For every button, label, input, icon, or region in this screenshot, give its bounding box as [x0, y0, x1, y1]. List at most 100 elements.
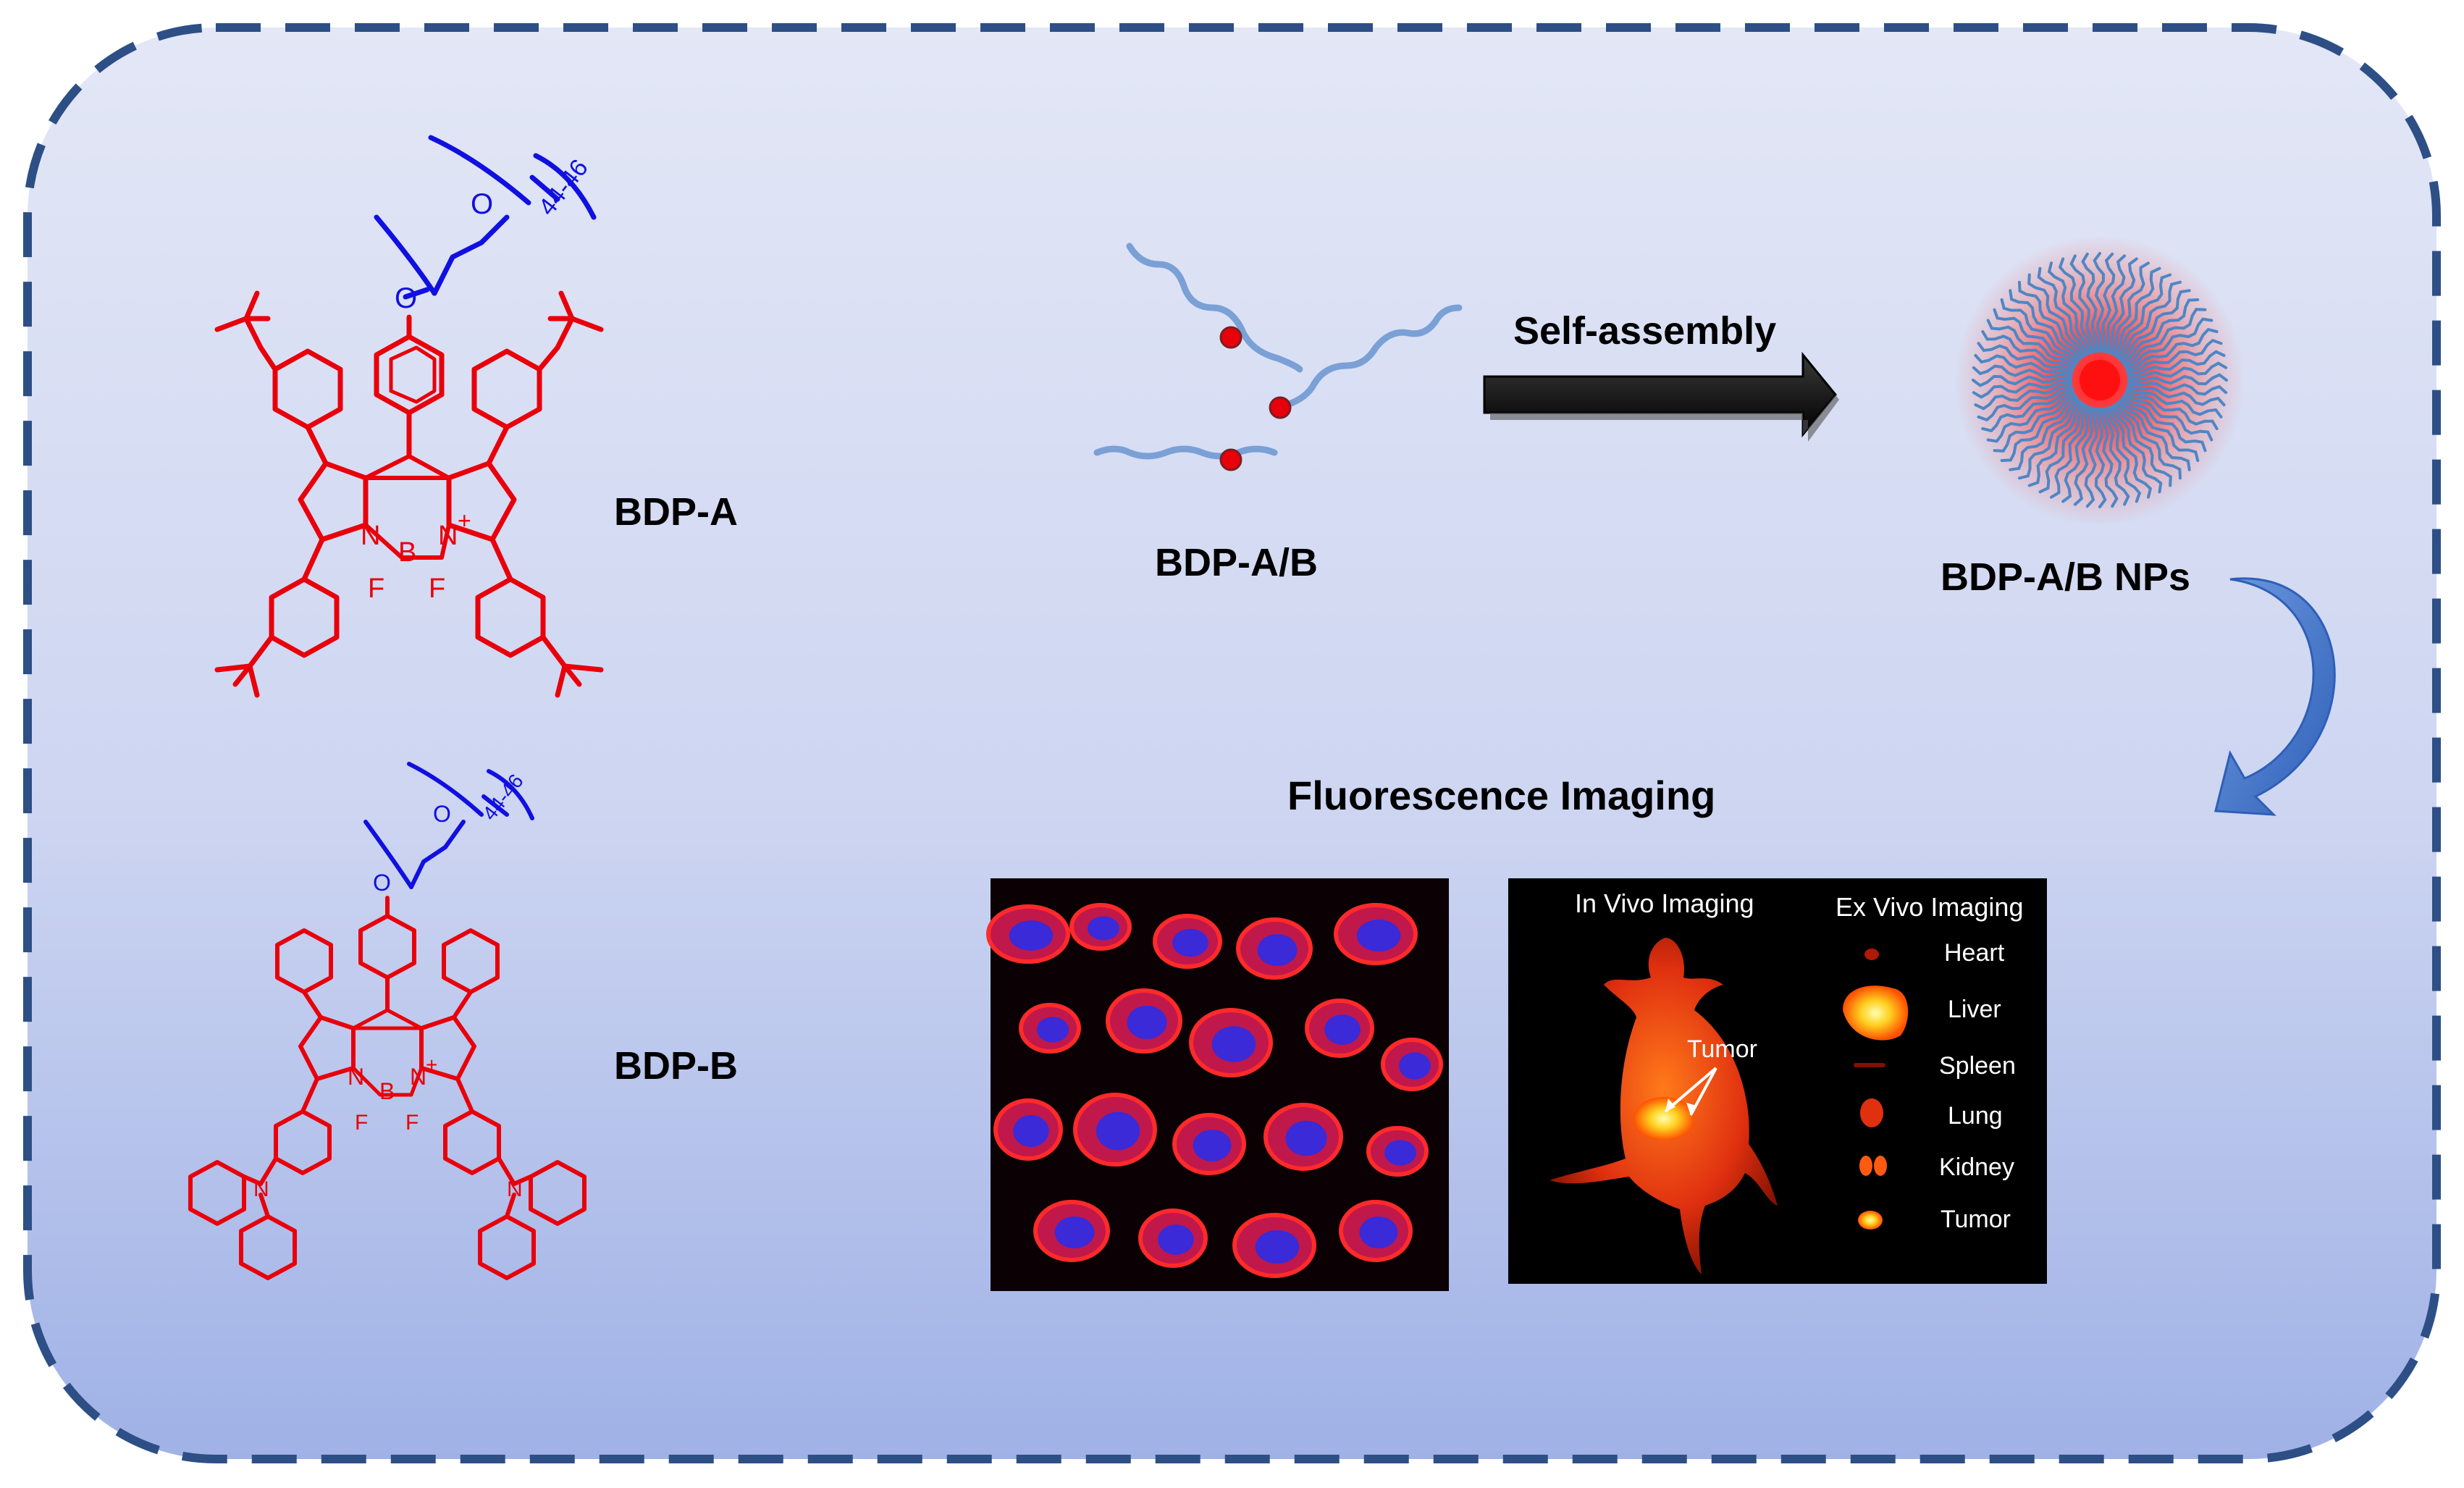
- nanoparticle-chain: [1972, 374, 2072, 387]
- nanoparticle-chain: [2106, 406, 2142, 503]
- organ-label: Tumor: [1940, 1206, 2011, 1233]
- ex-vivo-title: Ex Vivo Imaging: [1836, 892, 2023, 922]
- monomer-tail: [1282, 304, 1463, 409]
- organ-label: Kidney: [1939, 1153, 2014, 1181]
- bdp-a-charge: +: [458, 508, 471, 534]
- nanoparticle-chain: [2111, 404, 2163, 494]
- imaging-curved-arrow: [2214, 577, 2336, 816]
- organ-label: Heart: [1944, 939, 2005, 967]
- bdp-a-label: BDP-A: [614, 490, 738, 534]
- bdp-b-peg-chain: [363, 762, 534, 889]
- confocal-image: [986, 878, 1449, 1291]
- nanoparticle-chain: [2103, 254, 2127, 353]
- nanoparticle-chain: [2047, 261, 2090, 355]
- bdp-a-boron: B: [398, 537, 416, 568]
- bdp-b-nitrogen-left: N: [348, 1064, 364, 1090]
- cell-nucleus: [1127, 1005, 1167, 1040]
- organ-heart-signal: [1864, 949, 1879, 960]
- monomer-label: BDP-A/B: [1155, 541, 1318, 584]
- bdp-a-fluorine-right: F: [429, 573, 445, 604]
- nanoparticle-chain: [2018, 400, 2083, 480]
- cell-nucleus: [1158, 1224, 1194, 1255]
- nanoparticle-chain: [2084, 407, 2099, 508]
- bdp-b-nitrogen-right: N: [410, 1064, 426, 1090]
- monomer-dye-head: [1219, 326, 1242, 349]
- cell-nucleus: [1356, 920, 1401, 951]
- organ-liver-signal: [1843, 985, 1909, 1041]
- cell-nucleus: [1211, 1026, 1256, 1062]
- cell-nucleus: [1013, 1115, 1049, 1147]
- monomer-chains: [1093, 243, 1463, 460]
- bdp-b-charge: +: [426, 1054, 437, 1076]
- nanoparticle-chain: [2009, 399, 2081, 471]
- organ-kidney-signal: [1874, 1156, 1887, 1176]
- self-assembly-arrow-shadow: [1490, 395, 1839, 442]
- nanoparticle-chain: [2124, 317, 2213, 369]
- in-vivo-ex-vivo-image: In Vivo Imaging Ex Vivo Imaging Tumor He…: [1508, 878, 2047, 1284]
- cell-nucleus: [1255, 1230, 1300, 1264]
- nanoparticle-chain: [2127, 373, 2228, 386]
- nanoparticle-chain: [2126, 338, 2223, 374]
- nanoparticle-chain: [1986, 392, 2076, 443]
- nanoparticle-chain: [2127, 384, 2226, 407]
- nanoparticle-chain: [1986, 319, 2076, 369]
- nanoparticle-chain: [2119, 399, 2191, 471]
- nanoparticle-chain: [2027, 403, 2085, 487]
- bdp-b-structure: O 44-46 O: [188, 762, 586, 1280]
- nanoparticle-chain: [2124, 392, 2213, 442]
- bdp-b-ether-oxygen: O: [373, 870, 391, 896]
- nanoparticle-chain: [1974, 384, 2073, 411]
- nanoparticle-chain: [1993, 395, 2077, 453]
- nanoparticle-chain: [1972, 364, 2073, 379]
- nanoparticle-chain: [2037, 266, 2088, 356]
- nanoparticle-chain: [1972, 380, 2073, 399]
- nanoparticle-chain: [2127, 361, 2228, 380]
- nanoparticle-chain: [2050, 405, 2090, 499]
- cell-nucleus: [1399, 1052, 1431, 1080]
- bdp-b-amine-right: N: [507, 1177, 523, 1201]
- nanoparticle-chain: [2027, 273, 2085, 358]
- cell-nucleus: [1037, 1017, 1069, 1043]
- nanoparticle-corona: [1972, 252, 2228, 508]
- organ-lung-signal: [1860, 1098, 1883, 1127]
- organ-label: Spleen: [1939, 1052, 2016, 1080]
- self-assembly-label: Self-assembly: [1513, 309, 1776, 353]
- nanoparticle-chain: [2058, 257, 2093, 354]
- nanoparticle-chain: [1981, 390, 2074, 433]
- bdp-b-boron: B: [379, 1078, 395, 1104]
- bdp-b-fluorine-right: F: [405, 1111, 419, 1135]
- monomer-dye-head: [1219, 448, 1242, 471]
- monomer-tail: [1093, 445, 1278, 460]
- nanoparticle-chain: [2100, 407, 2119, 508]
- nanoparticle-chain: [2009, 289, 2081, 361]
- cell-nucleus: [1359, 1216, 1398, 1248]
- nanoparticle-chain: [2106, 257, 2138, 354]
- cell-nucleus: [1172, 928, 1208, 957]
- cell-nucleus: [1193, 1130, 1232, 1161]
- in-vivo-title: In Vivo Imaging: [1575, 888, 1754, 918]
- nanoparticle-chain: [2122, 395, 2207, 453]
- bdp-a-structure: O 44-46 O: [214, 135, 604, 698]
- nanoparticle-chain: [1974, 353, 2073, 377]
- cell-nucleus: [1384, 1140, 1416, 1166]
- bdp-b-label: BDP-B: [614, 1044, 738, 1088]
- nanoparticle-chain: [2109, 405, 2153, 499]
- nanoparticle-chain: [2116, 400, 2182, 480]
- nanoparticle-chain: [2126, 387, 2223, 419]
- monomer-dye-head: [1269, 396, 1292, 419]
- organ-tumor-signal: [1858, 1211, 1883, 1230]
- bdp-a-peg-chain: [374, 135, 597, 300]
- nanoparticle-chain: [2127, 350, 2226, 377]
- nanoparticle-chain: [2114, 273, 2172, 358]
- nanoparticle-chain: [2038, 404, 2088, 494]
- organ-kidney-signal: [1859, 1156, 1872, 1176]
- nanoparticle-chain: [2120, 298, 2200, 363]
- nanoparticle-chain: [2122, 308, 2207, 366]
- nanoparticle-core: [2080, 360, 2120, 400]
- bdp-a-nitrogen-right: N: [438, 521, 458, 551]
- bdp-b-fluorine-left: F: [355, 1111, 368, 1135]
- cell-nucleus: [1285, 1120, 1327, 1156]
- imaging-title: Fluorescence Imaging: [1287, 773, 1715, 818]
- bdp-a-peg-oxygen: O: [471, 188, 493, 220]
- nanoparticle-chain: [1981, 330, 2074, 371]
